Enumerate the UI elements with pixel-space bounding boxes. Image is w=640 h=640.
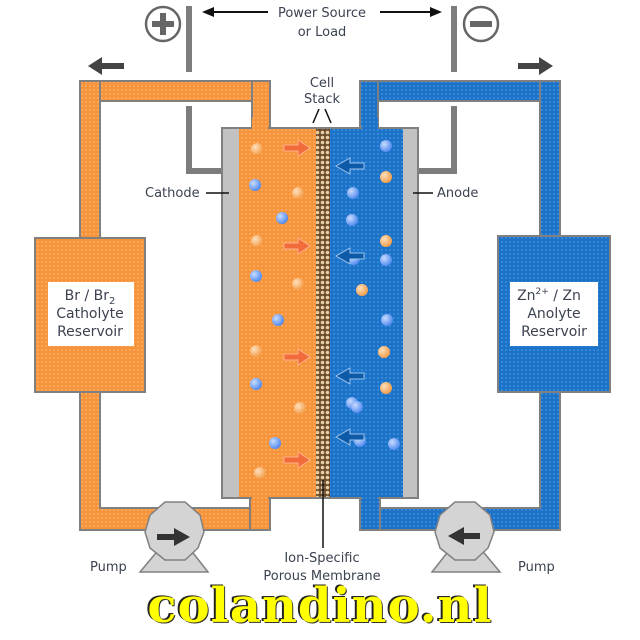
ion-flow-arrows: [283, 139, 365, 469]
catholyte-orange-ion: [251, 235, 263, 247]
anolyte-blue-ion: [380, 140, 392, 152]
membrane-label-line2: Porous Membrane: [263, 569, 380, 584]
left-pump-label: Pump: [90, 560, 127, 575]
catholyte-orange-ion: [292, 187, 304, 199]
watermark: colandino.nl: [147, 578, 493, 634]
anolyte-orange-ion: [380, 235, 392, 247]
anolyte-blue-ion: [381, 314, 393, 326]
anolyte-blue-ion: [346, 214, 358, 226]
cell-stack-label-line2: Stack: [304, 92, 340, 107]
anolyte-blue-ion: [351, 401, 363, 413]
cathode-label: Cathode: [145, 186, 200, 201]
right-pump-label: Pump: [518, 560, 555, 575]
catholyte-label-line1: Br / Br2: [65, 288, 116, 307]
catholyte-blue-ion: [250, 378, 262, 390]
catholyte-flow-arrow-icon: [88, 57, 124, 75]
catholyte-orange-ion: [294, 402, 306, 414]
membrane-label-line1: Ion-Specific: [284, 551, 359, 566]
membrane: [316, 129, 330, 497]
catholyte-piping: [79, 80, 271, 531]
catholyte-label-line3: Reservoir: [57, 324, 123, 340]
anion-flow-arrow-icon: [334, 428, 365, 446]
anolyte-blue-ion: [388, 438, 400, 450]
anolyte-label-line1: Zn2+ / Zn: [517, 287, 581, 304]
catholyte-label-line2: Catholyte: [56, 306, 124, 322]
catholyte-blue-ion: [249, 179, 261, 191]
cation-flow-arrow-icon: [283, 237, 311, 255]
catholyte-blue-ion: [250, 270, 262, 282]
anolyte-orange-ion: [380, 382, 392, 394]
catholyte-orange-ion: [250, 345, 262, 357]
power-source-label-line2: or Load: [298, 25, 347, 40]
left-pump-icon: [138, 501, 210, 573]
catholyte-blue-ion: [269, 437, 281, 449]
cell-stack-pointer: [312, 108, 332, 124]
positive-terminal-icon: [144, 5, 182, 43]
power-source-label-line1: Power Source: [278, 6, 366, 21]
negative-terminal-icon: [462, 5, 500, 43]
anolyte-orange-ion: [356, 284, 368, 296]
power-source-arrows: [202, 7, 442, 17]
anolyte-label-line2: Anolyte: [527, 306, 580, 322]
catholyte-orange-ion: [292, 278, 304, 290]
cation-flow-arrow-icon: [283, 451, 311, 469]
anolyte-label-line3: Reservoir: [521, 324, 587, 340]
cation-flow-arrow-icon: [283, 139, 311, 157]
anion-flow-arrow-icon: [334, 157, 365, 175]
catholyte-orange-ion: [254, 467, 266, 479]
anolyte-blue-ion: [380, 254, 392, 266]
catholyte-blue-ion: [276, 212, 288, 224]
anolyte-orange-ion: [378, 346, 390, 358]
catholyte-orange-ion: [251, 143, 263, 155]
catholyte-blue-ion: [272, 314, 284, 326]
cell-stack-label-line1: Cell: [310, 76, 334, 91]
anion-flow-arrow-icon: [334, 367, 365, 385]
anolyte-blue-ion: [347, 187, 359, 199]
anion-flow-arrow-icon: [334, 247, 365, 265]
wires: [186, 6, 457, 174]
anolyte-reservoir: Zn2+ / Zn Anolyte Reservoir: [497, 235, 611, 393]
anolyte-orange-ion: [380, 171, 392, 183]
cation-flow-arrow-icon: [283, 348, 311, 366]
right-pump-icon: [430, 501, 502, 573]
anolyte-flow-arrow-icon: [518, 57, 553, 75]
anode-label: Anode: [437, 186, 478, 201]
catholyte-reservoir: Br / Br2 Catholyte Reservoir: [34, 237, 146, 393]
